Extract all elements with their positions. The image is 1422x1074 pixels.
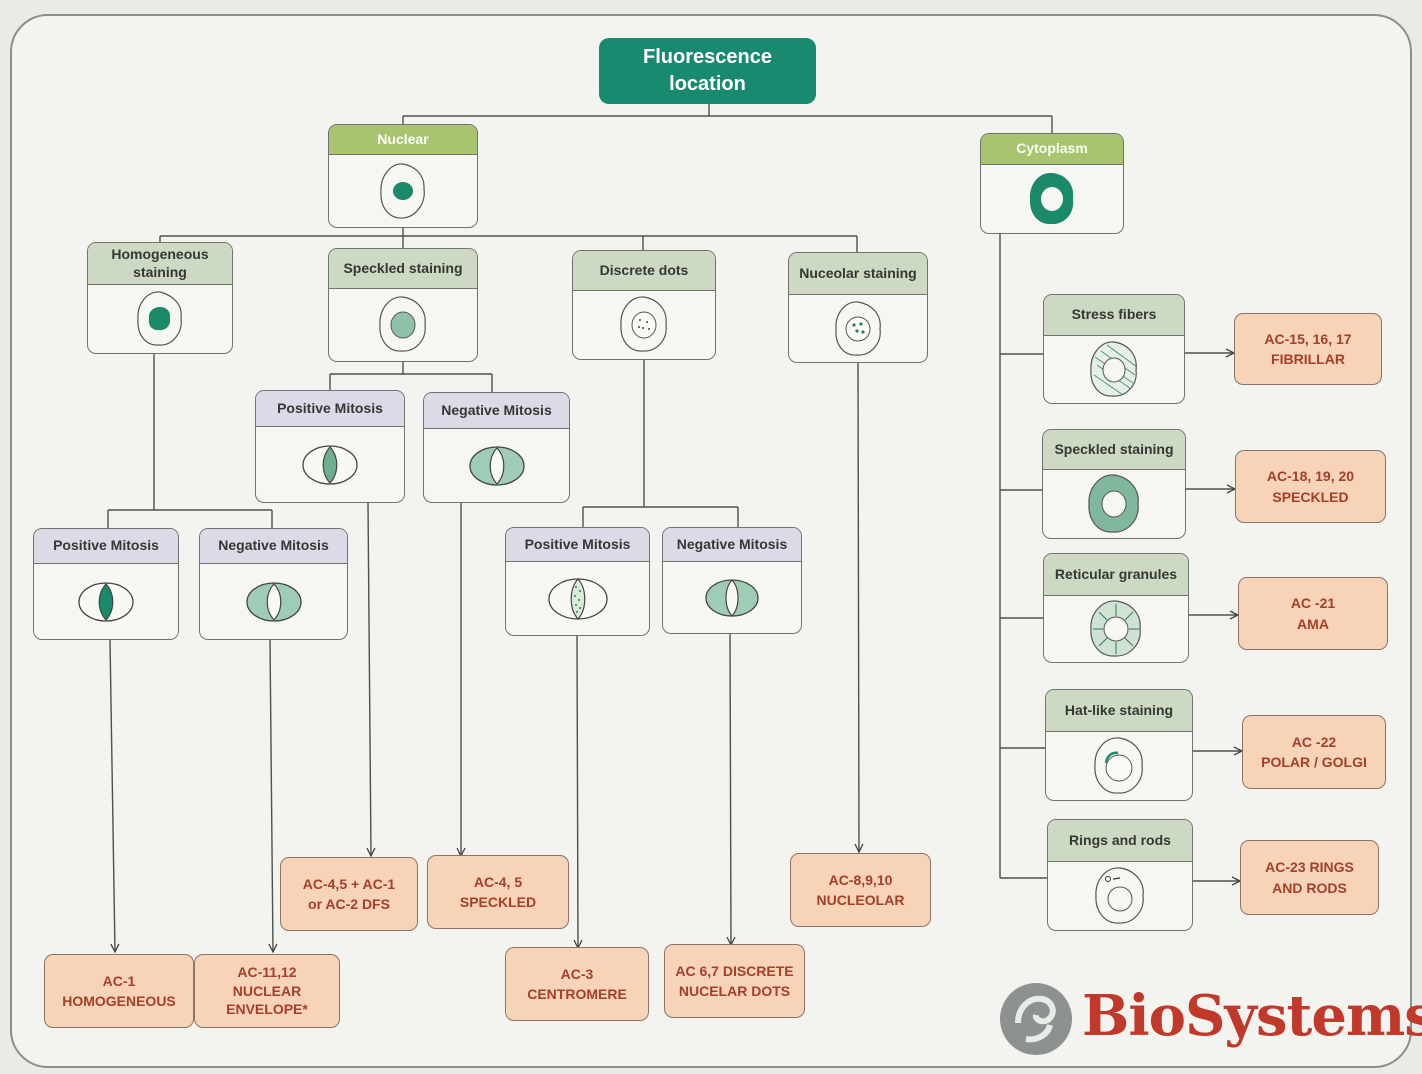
homogeneous-positive-mitosis-header: Positive Mitosis [34, 529, 178, 564]
homogeneous-negative-mitosis-header: Negative Mitosis [200, 529, 347, 564]
nucleolar-cell-icon [789, 295, 927, 362]
speckled-negative-mitosis-header: Negative Mitosis [424, 393, 569, 429]
hat-like-header: Hat-like staining [1046, 690, 1192, 732]
negative-mitosis-icon [200, 564, 347, 639]
rings-rods-cell-icon [1048, 862, 1192, 930]
positive-mitosis-icon [506, 562, 649, 635]
homogeneous-positive-mitosis-card: Positive Mitosis [33, 528, 179, 640]
result-ac45-dfs-line2: or AC-2 DFS [308, 896, 390, 912]
result-ac11-line3: ENVELOPE* [226, 1001, 308, 1018]
result-ac67-line2: NUCELAR DOTS [678, 983, 791, 999]
result-ac45-dfs: AC-4,5 + AC-1 or AC-2 DFS [280, 857, 418, 931]
result-ac21-line1: AC -21 [1290, 595, 1336, 612]
reticular-granules-card: Reticular granules [1043, 553, 1189, 663]
discrete-negative-mitosis-header: Negative Mitosis [663, 528, 801, 562]
positive-mitosis-icon [34, 564, 178, 639]
result-ac15-line1: AC-15, 16, 17 [1264, 330, 1352, 347]
cytoplasm-card: Cytoplasm [980, 133, 1124, 234]
speckled-cell-icon [329, 289, 477, 361]
result-ac45-dfs-line1: AC-4,5 + AC-1 [302, 875, 396, 892]
brand-name: BioSystems [1082, 983, 1422, 1049]
speckled-positive-mitosis-card: Positive Mitosis [255, 390, 405, 503]
negative-mitosis-icon [424, 429, 569, 502]
result-ac18-line2: SPECKLED [1272, 488, 1349, 505]
speckled-header: Speckled staining [329, 249, 477, 289]
nuclear-cell-icon [329, 155, 477, 227]
result-ac23: AC-23 RINGS AND RODS [1240, 840, 1379, 915]
result-ac15: AC-15, 16, 17 FIBRILLAR [1234, 313, 1382, 385]
positive-mitosis-icon [256, 427, 404, 502]
homogeneous-card: Homogeneous staining [87, 242, 233, 354]
biosystems-logo-icon [1000, 983, 1072, 1055]
hat-like-card: Hat-like staining [1045, 689, 1193, 801]
result-ac1-line1: AC-1 [102, 972, 136, 989]
result-ac18-line1: AC-18, 19, 20 [1266, 468, 1355, 485]
negative-mitosis-icon [663, 562, 801, 633]
result-ac22-line2: POLAR / GOLGI [1261, 754, 1367, 770]
result-ac1-line2: HOMOGENEOUS [62, 993, 176, 1009]
stress-fibers-cell-icon [1044, 336, 1184, 403]
result-ac11-line2: NUCLEAR [232, 982, 302, 999]
title-box: Fluorescence location [599, 38, 816, 104]
result-ac23-line2: AND RODS [1272, 879, 1347, 896]
hat-like-cell-icon [1046, 732, 1192, 800]
result-ac45-line1: AC-4, 5 [473, 873, 523, 890]
result-ac3-line2: CENTROMERE [527, 986, 627, 1002]
speckled-negative-mitosis-card: Negative Mitosis [423, 392, 570, 503]
discrete-dots-card: Discrete dots [572, 250, 716, 360]
result-ac22-line1: AC -22 [1291, 733, 1337, 750]
cytoplasm-cell-icon [981, 165, 1123, 233]
nucleolar-card: Nuceolar staining [788, 252, 928, 363]
discrete-dots-header: Discrete dots [573, 251, 715, 291]
stress-fibers-card: Stress fibers [1043, 294, 1185, 404]
result-ac8-line1: AC-8,9,10 [828, 871, 893, 888]
nuclear-header: Nuclear [329, 125, 477, 155]
cytoplasm-header: Cytoplasm [981, 134, 1123, 165]
stress-fibers-header: Stress fibers [1044, 295, 1184, 336]
speckled-positive-mitosis-header: Positive Mitosis [256, 391, 404, 427]
cytoplasm-speckled-cell-icon [1043, 470, 1185, 538]
homogeneous-cell-icon [88, 285, 232, 353]
result-ac3-line1: AC-3 [560, 965, 594, 982]
nucleolar-header: Nuceolar staining [789, 253, 927, 295]
result-ac23-line1: AC-23 RINGS [1265, 859, 1354, 876]
discrete-positive-mitosis-header: Positive Mitosis [506, 528, 649, 562]
result-ac67: AC 6,7 DISCRETE NUCELAR DOTS [664, 944, 805, 1018]
result-ac15-line2: FIBRILLAR [1271, 351, 1345, 367]
cytoplasm-speckled-header: Speckled staining [1043, 430, 1185, 470]
brand-logo: BioSystems [990, 975, 1422, 1057]
reticular-granules-header: Reticular granules [1044, 554, 1188, 596]
result-ac11-line1: AC-11,12 [237, 963, 297, 980]
discrete-dots-cell-icon [573, 291, 715, 359]
homogeneous-header: Homogeneous staining [88, 243, 232, 285]
page-title: Fluorescence location [643, 46, 772, 95]
result-ac45-line2: SPECKLED [459, 894, 537, 910]
homogeneous-negative-mitosis-card: Negative Mitosis [199, 528, 348, 640]
reticular-granules-cell-icon [1044, 596, 1188, 662]
discrete-positive-mitosis-card: Positive Mitosis [505, 527, 650, 636]
cytoplasm-speckled-card: Speckled staining [1042, 429, 1186, 539]
speckled-card: Speckled staining [328, 248, 478, 362]
result-ac67-line1: AC 6,7 DISCRETE [675, 962, 794, 979]
result-ac21-line2: AMA [1297, 615, 1329, 632]
rings-rods-header: Rings and rods [1048, 820, 1192, 862]
rings-rods-card: Rings and rods [1047, 819, 1193, 931]
result-ac45: AC-4, 5 SPECKLED [427, 855, 569, 929]
discrete-negative-mitosis-card: Negative Mitosis [662, 527, 802, 634]
nuclear-card: Nuclear [328, 124, 478, 228]
result-ac18: AC-18, 19, 20 SPECKLED [1235, 450, 1386, 523]
result-ac8-line2: NUCLEOLAR [816, 892, 905, 908]
